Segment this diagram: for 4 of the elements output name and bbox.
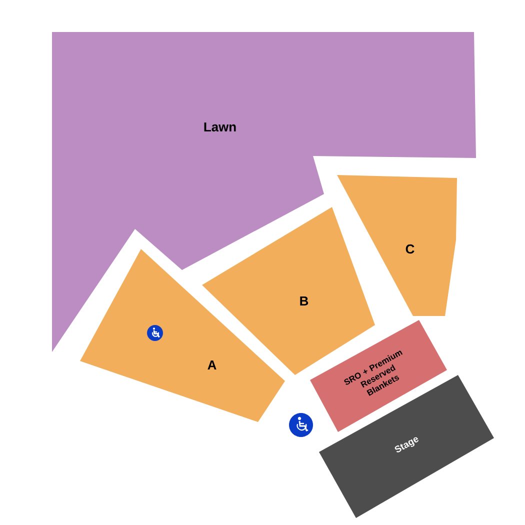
seating-section: A [80,249,285,422]
seating-section: C [337,175,457,316]
node-label: A [208,360,216,370]
node-label: C [406,244,414,254]
